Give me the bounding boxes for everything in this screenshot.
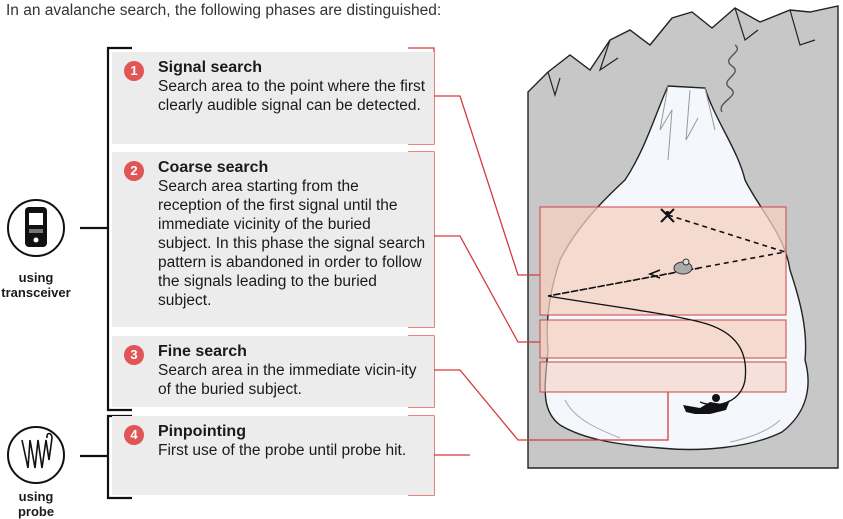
label-using-transceiver: using transceiver — [1, 270, 71, 300]
phase-description: Search area to the point where the first… — [158, 78, 426, 114]
searcher-icon — [660, 208, 675, 223]
transceiver-icon — [7, 199, 65, 257]
zone-coarse — [539, 206, 787, 316]
intro-text: In an avalanche search, the following ph… — [6, 2, 442, 19]
probe-icon — [7, 426, 65, 484]
label-using-probe: using probe — [17, 489, 55, 519]
phase-number-badge: 2 — [124, 161, 144, 181]
phase-signal-search: 1 Signal search Search area to the point… — [112, 52, 434, 144]
phase-coarse-search: 2 Coarse search Search area starting fro… — [112, 152, 434, 327]
phase-number-badge: 4 — [124, 425, 144, 445]
phase-pinpointing: 4 Pinpointing First use of the probe unt… — [112, 416, 434, 495]
phase-description: Search area starting from the reception … — [158, 178, 426, 309]
buried-person-icon — [683, 394, 730, 414]
phase-title: Signal search — [158, 59, 263, 76]
victim-small-icon — [673, 258, 693, 275]
left-brackets — [80, 46, 132, 500]
avalanche-diagram — [7, 5, 839, 500]
connector-lines — [408, 47, 669, 496]
phase-title: Fine search — [158, 343, 247, 360]
phase-description: Search area in the immediate vicin-ity o… — [158, 362, 417, 398]
phase-number-badge: 1 — [124, 61, 144, 81]
zone-fine — [539, 319, 787, 359]
phase-number-badge: 3 — [124, 345, 144, 365]
phase-title: Coarse search — [158, 159, 269, 176]
phase-description: First use of the probe until probe hit. — [158, 442, 407, 459]
zone-pinpoint — [539, 361, 787, 393]
search-path — [547, 214, 786, 297]
phase-fine-search: 3 Fine search Search area in the immedia… — [112, 336, 434, 407]
phase-title: Pinpointing — [158, 423, 246, 440]
